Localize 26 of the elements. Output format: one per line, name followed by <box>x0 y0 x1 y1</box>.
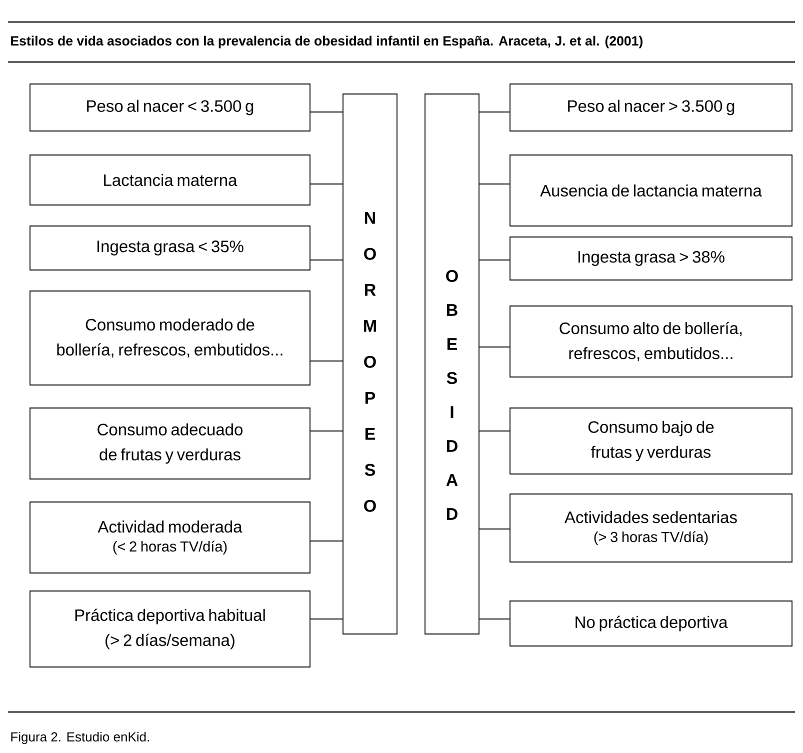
connector-line <box>310 360 343 362</box>
category-bar: NORMOPESO <box>342 94 398 634</box>
connector-line <box>310 430 343 432</box>
connector-line <box>310 618 343 620</box>
caption: Figura 2. Estudio enKid. <box>11 732 149 744</box>
text-box: Peso al nacer < 3.500 g <box>30 84 310 132</box>
text-box: Consumo adecuado de frutas y verduras <box>30 408 310 480</box>
text-box: Ausencia de lactancia materna <box>510 154 792 226</box>
connector-line <box>479 430 510 432</box>
text-box: Consumo bajo de frutas y verduras <box>510 408 792 474</box>
text-box: Ingesta grasa < 35% <box>30 226 310 270</box>
text-box: Lactancia materna <box>30 154 310 206</box>
text-box: Actividad moderada (< 2 horas TV/día) <box>30 502 310 574</box>
text-box: Práctica deportiva habitual (> 2 días/semana) <box>30 590 310 668</box>
connector-line <box>479 346 510 348</box>
title: Estilos de vida asociados con la prevalencia de obesidad infantil en España. Araceta, J. et al. (2001) <box>11 36 642 48</box>
text-box: Ingesta grasa > 38% <box>510 236 792 280</box>
connector-line <box>479 618 510 620</box>
text-box: Actividades sedentarias (> 3 horas TV/día) <box>510 494 792 562</box>
connector-line <box>310 540 343 542</box>
category-bar: OBESIDAD <box>424 94 480 634</box>
text-box: No práctica deportiva <box>510 600 792 646</box>
text-box: Peso al nacer > 3.500 g <box>510 84 792 132</box>
text-box: Consumo moderado de bollería, refrescos, embutidos... <box>30 290 310 386</box>
connector-line <box>479 528 510 530</box>
text-box: Consumo alto de bollería, refrescos, embutidos... <box>510 306 792 378</box>
